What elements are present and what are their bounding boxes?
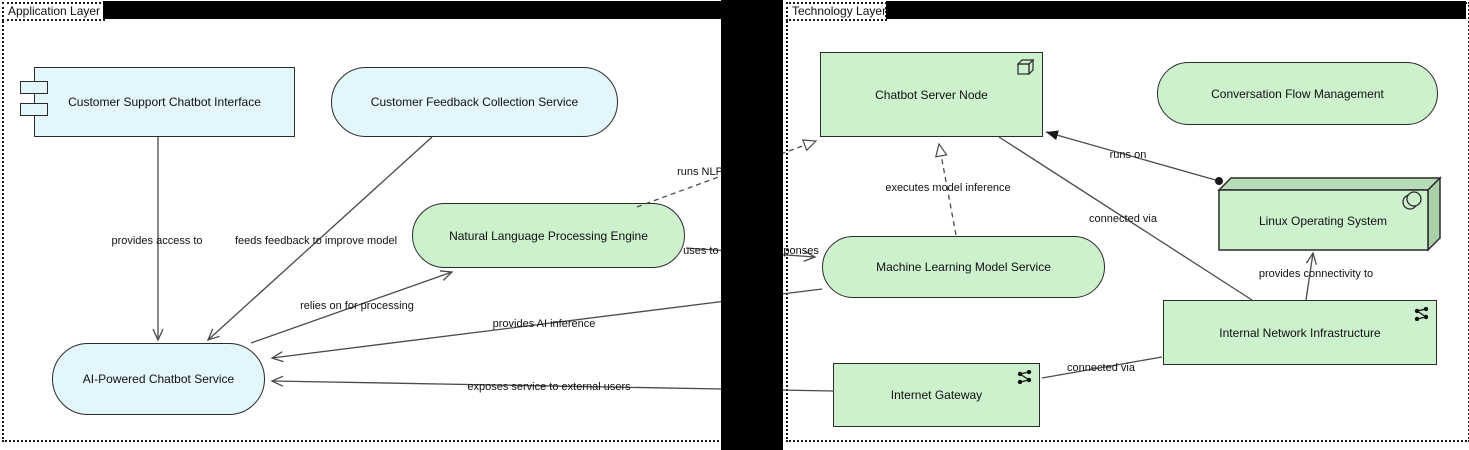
node-conversation-flow-management[interactable]: Conversation Flow Management [1157,62,1438,125]
node-label: Natural Language Processing Engine [449,228,648,243]
edge-label-feeds-feedback: feeds feedback to improve model [234,235,398,247]
node-ai-powered-chatbot-service[interactable]: AI-Powered Chatbot Service [52,343,265,415]
node-label: Machine Learning Model Service [876,260,1051,274]
edge-label-provides-access-to: provides access to [111,235,203,247]
network-icon [1414,306,1429,322]
technology-layer-title: Technology Layer [786,2,887,21]
node-label: Chatbot Server Node [875,87,988,102]
redaction-bar-top-right [886,1,1466,19]
component-icon [20,103,48,116]
node-chatbot-server-node[interactable]: Chatbot Server Node [820,52,1043,137]
node-label: Customer Support Chatbot Interface [68,95,261,109]
edge-label-executes-model-inference: executes model inference [885,182,1011,194]
edge-label-connected-via-server: connected via [1089,213,1157,225]
node-machine-learning-model-service[interactable]: Machine Learning Model Service [822,236,1105,298]
component-icon [20,81,48,94]
node-customer-support-chatbot-interface[interactable]: Customer Support Chatbot Interface [20,67,295,137]
edge-label-relies-on: relies on for processing [300,300,414,312]
node-customer-feedback-collection-service[interactable]: Customer Feedback Collection Service [331,67,618,137]
edge-label-provides-ai-inference: provides AI inference [492,318,596,330]
network-icon [1017,369,1032,385]
node-natural-language-processing-engine[interactable]: Natural Language Processing Engine [412,203,685,268]
group-label-text: Application Layer [8,4,101,18]
edge-label-exposes-service: exposes service to external users [467,381,631,393]
group-label-text: Technology Layer [792,4,887,18]
node-label-linux-operating-system[interactable]: Linux Operating System [1258,214,1388,228]
node-internet-gateway[interactable]: Internet Gateway [833,363,1040,427]
edge-label-connected-via-gateway: connected via [1067,362,1135,374]
application-layer-title: Application Layer [2,2,105,21]
edge-label-provides-connectivity: provides connectivity to [1258,268,1374,280]
redaction-bar-top-left [103,1,721,19]
node-label: Internal Network Infrastructure [1219,325,1381,340]
node-label: AI-Powered Chatbot Service [82,372,235,386]
node-label: Internet Gateway [890,388,983,402]
redaction-bar-center [721,0,783,450]
edge-label-runs-nlp: runs NLP [677,166,723,178]
node-label: Customer Feedback Collection Service [370,95,579,109]
node-cube-icon [1016,58,1035,76]
edge-label-runs-on: runs on [1109,149,1147,161]
node-internal-network-infrastructure[interactable]: Internal Network Infrastructure [1163,300,1437,365]
node-label: Conversation Flow Management [1211,86,1384,101]
